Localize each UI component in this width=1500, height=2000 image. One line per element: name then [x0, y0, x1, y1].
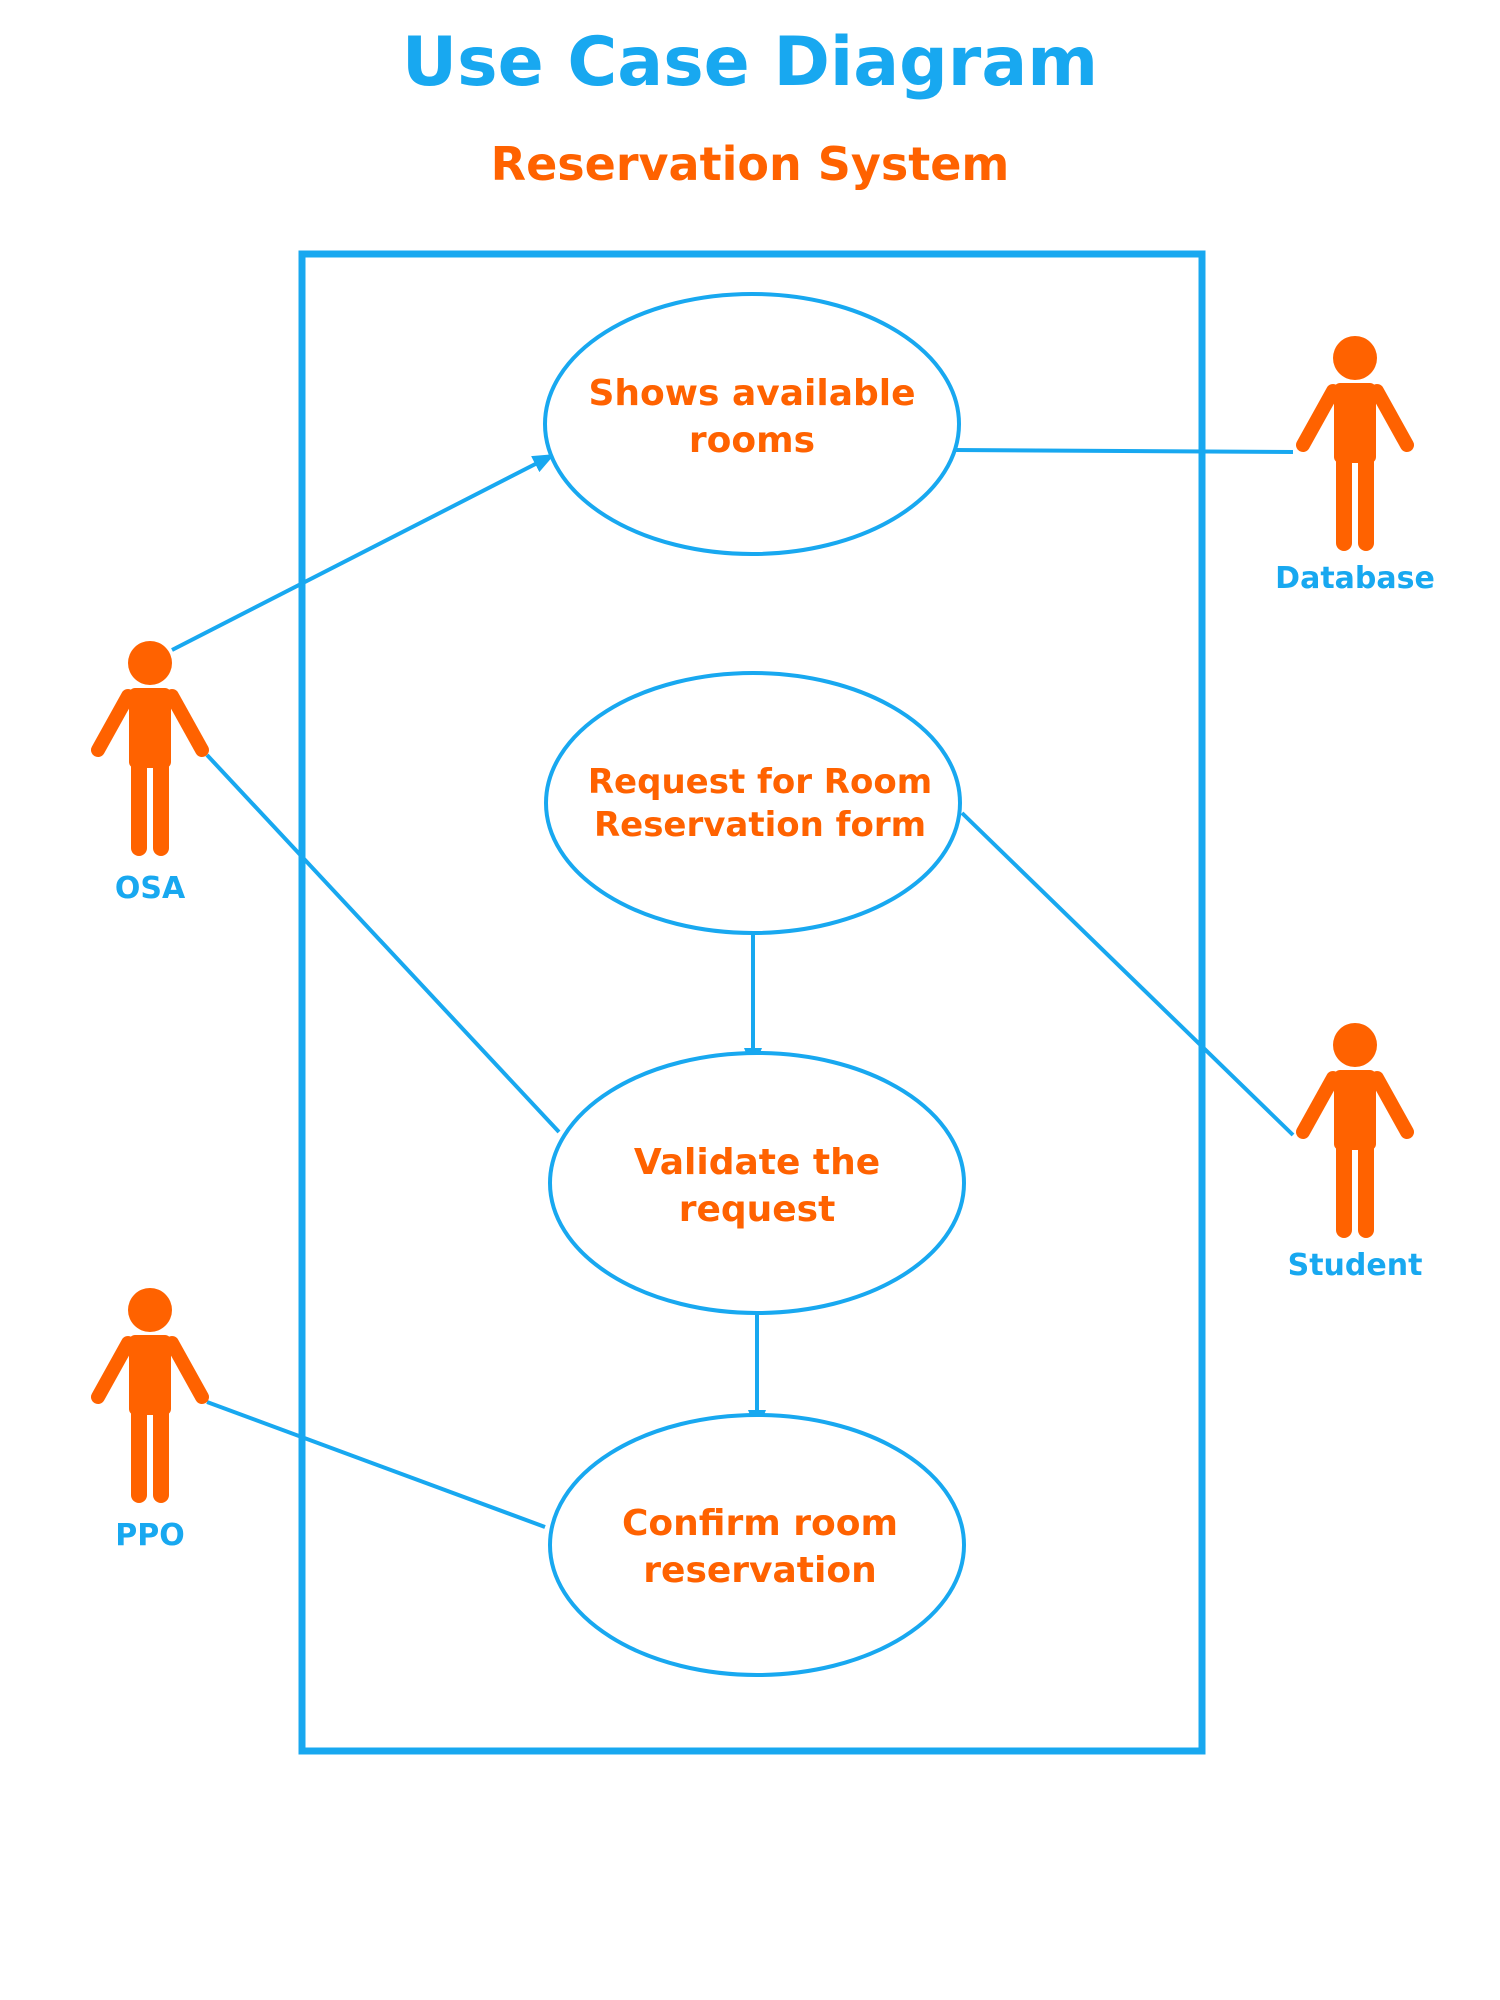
connector-database-shows-rooms — [954, 448, 1294, 454]
system-boundary — [298, 250, 1206, 1755]
use-case-ellipse — [548, 1051, 966, 1315]
use-case-label-line-2: Reservation form — [594, 805, 926, 845]
actor-label: Student — [1288, 1248, 1423, 1283]
actor-ppo[interactable]: PPO — [91, 1288, 209, 1553]
use-case-label-line-1: Request for Room — [588, 762, 932, 802]
person-icon — [91, 641, 209, 856]
actor-osa[interactable]: OSA — [91, 641, 209, 906]
actor-label: PPO — [115, 1518, 184, 1553]
diagram-title: Use Case Diagram — [402, 23, 1098, 102]
connector-student-request-form — [960, 811, 1295, 1137]
actor-label: Database — [1275, 561, 1435, 596]
use-case-ellipse — [548, 1413, 966, 1677]
person-icon — [1296, 336, 1414, 551]
use-case-label-line-1: Confirm room — [622, 1503, 898, 1544]
use-case-request-room-reservation-form[interactable]: Request for Room Reservation form — [544, 671, 962, 935]
actor-student[interactable]: Student — [1288, 1023, 1423, 1283]
connector-osa-shows-rooms — [171, 453, 555, 652]
use-case-label-line-1: Validate the — [634, 1142, 880, 1183]
actor-label: OSA — [115, 871, 186, 906]
use-case-ellipse — [543, 292, 961, 556]
use-case-label-line-1: Shows available — [588, 373, 915, 414]
person-icon — [1296, 1023, 1414, 1238]
actor-database[interactable]: Database — [1275, 336, 1435, 596]
use-case-label-line-2: reservation — [643, 1550, 876, 1591]
use-case-label-line-2: rooms — [689, 420, 815, 461]
person-icon — [91, 1288, 209, 1503]
use-case-label-line-2: request — [679, 1189, 836, 1230]
connector-osa-validate — [205, 753, 561, 1134]
use-case-shows-available-rooms[interactable]: Shows available rooms — [543, 292, 961, 556]
use-case-ellipse — [544, 671, 962, 935]
use-case-confirm-room-reservation[interactable]: Confirm room reservation — [548, 1413, 966, 1677]
connections — [171, 448, 1295, 1529]
use-case-validate-request[interactable]: Validate the request — [548, 1051, 966, 1315]
connector-ppo-confirm — [206, 1400, 546, 1529]
diagram-subtitle: Reservation System — [491, 137, 1010, 191]
